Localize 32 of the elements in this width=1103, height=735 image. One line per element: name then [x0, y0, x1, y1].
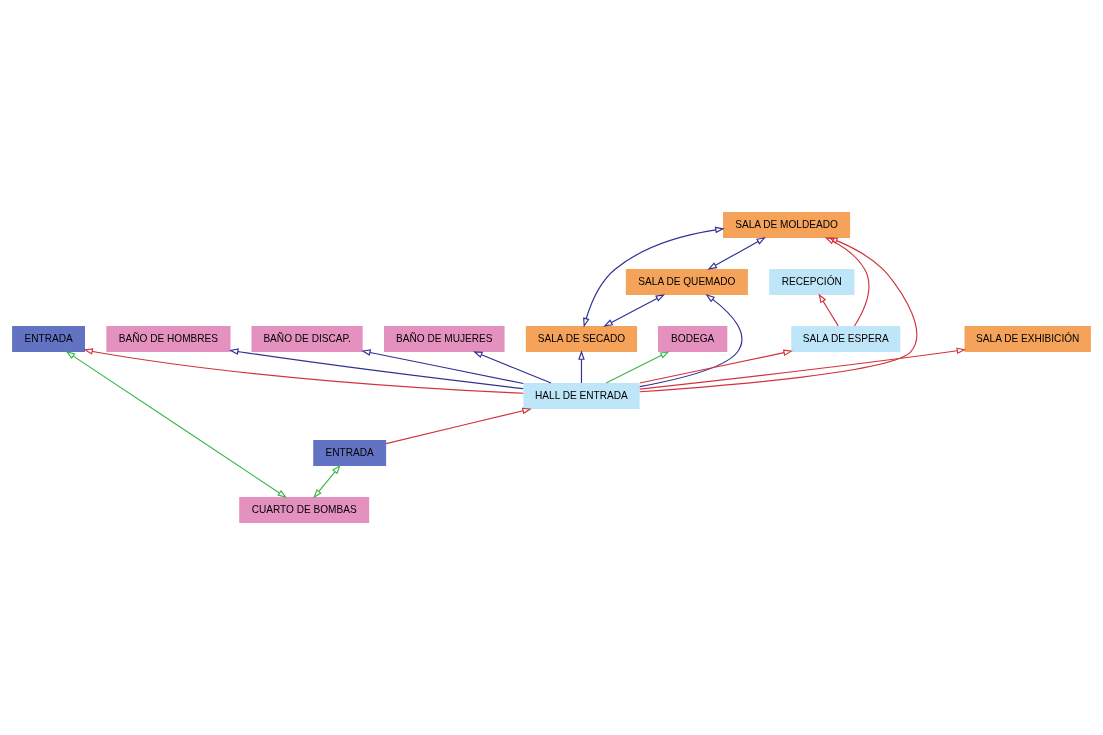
arrow [605, 351, 670, 384]
arrow [639, 347, 967, 390]
arrow [313, 464, 341, 499]
node-box: SALA DE EXHIBICIÓN [964, 326, 1091, 352]
arrow [385, 407, 532, 445]
node-box: BODEGA [658, 326, 728, 352]
node-box: SALA DE QUEMADO [625, 268, 748, 295]
node-box: BAÑO DE HOMBRES [106, 326, 231, 352]
node-box: SALA DE ESPERA [791, 326, 901, 352]
arrow [639, 294, 743, 388]
node-box: SALA DE MOLDEADO [723, 211, 851, 238]
arrow [578, 350, 585, 384]
arrow [639, 349, 793, 384]
node-box: BAÑO DE DISCAP. [251, 326, 363, 352]
arrow [603, 294, 666, 327]
arrow [228, 348, 524, 390]
arrow [639, 237, 918, 393]
arrow [83, 348, 524, 394]
node-box: BAÑO DE MUJERES [383, 326, 505, 352]
node-box: HALL DE ENTRADA [523, 383, 640, 409]
node-box: ENTRADA [313, 440, 387, 467]
arrow [361, 349, 524, 385]
node-box: SALA DE SECADO [525, 326, 638, 352]
arrow [707, 237, 767, 270]
arrow [818, 293, 839, 327]
arrow [824, 237, 870, 327]
arrow [583, 226, 725, 328]
node-box: RECEPCIÓN [769, 268, 855, 295]
node-box: ENTRADA [12, 326, 86, 352]
node-box: CUARTO DE BOMBAS [239, 497, 370, 524]
arrow [473, 351, 552, 384]
arrow [65, 351, 288, 498]
